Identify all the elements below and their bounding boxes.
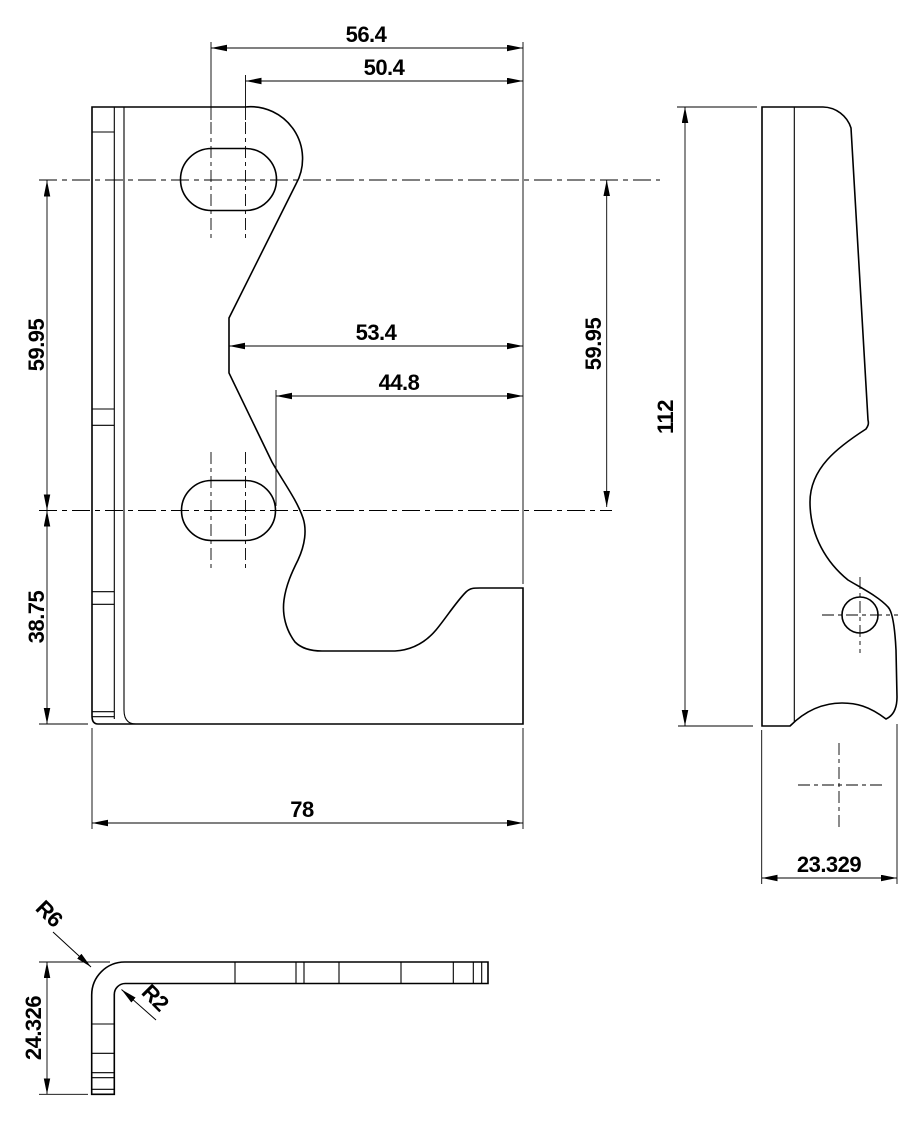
leader-r6 — [52, 931, 92, 968]
dim-label-59-95-left: 59.95 — [24, 318, 49, 371]
bottom-view: 24.326 R6 R2 — [21, 895, 489, 1096]
side-view: 112 23.329 — [653, 106, 898, 884]
front-view-outline — [91, 105, 524, 725]
dim-label-38-75: 38.75 — [24, 590, 49, 643]
dim-label-24-326: 24.326 — [21, 996, 46, 1061]
dim-label-78: 78 — [290, 797, 314, 822]
dim-label-50-4: 50.4 — [364, 55, 406, 80]
leader-r2 — [121, 989, 157, 1021]
dim-label-53-4: 53.4 — [356, 320, 398, 345]
dim-label-112: 112 — [653, 400, 678, 434]
side-view-outline — [761, 106, 898, 727]
dim-label-59-95-right: 59.95 — [581, 317, 606, 370]
dim-label-44-8: 44.8 — [379, 370, 420, 395]
dim-label-56-4: 56.4 — [346, 22, 388, 47]
dim-label-r2: R2 — [137, 979, 174, 1016]
top-slot — [179, 147, 278, 212]
front-view: 56.4 50.4 53.4 44.8 59.95 38.75 59.95 78 — [24, 22, 660, 829]
bend-line — [123, 107, 137, 725]
dim-label-23-329: 23.329 — [797, 852, 862, 877]
bottom-view-outline — [90, 961, 489, 1096]
dim-label-r6: R6 — [31, 895, 68, 932]
